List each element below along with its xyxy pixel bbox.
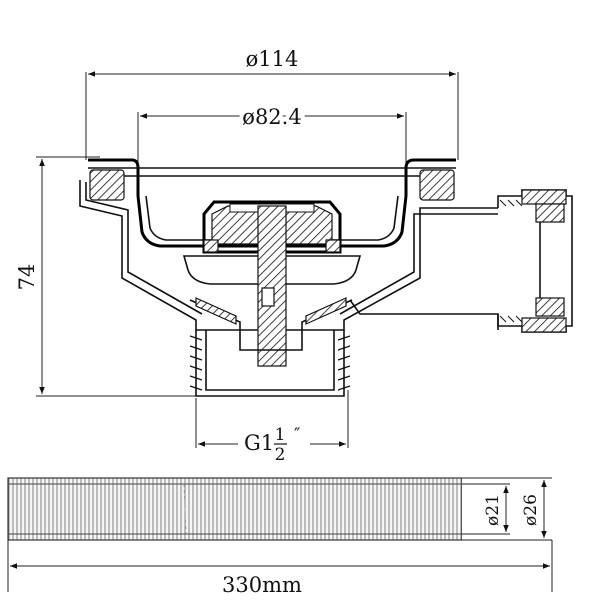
dimension-height: 74 [15, 156, 200, 397]
label-hose-length: 330mm [222, 573, 302, 597]
strainer-body [79, 158, 573, 397]
dimension-inner-diameter: ø82.4 [137, 101, 407, 196]
label-outer-diameter: ø114 [246, 47, 299, 71]
label-thread-denominator: 2 [275, 445, 286, 465]
label-height: 74 [15, 264, 39, 291]
label-thread-prefix: G1 [244, 431, 274, 455]
label-thread-numerator: 1 [275, 425, 286, 445]
dimension-thread: G1 1 2 ″ [195, 390, 349, 465]
label-inner-diameter: ø82.4 [242, 105, 301, 129]
flexible-hose: ø21 ø26 [7, 474, 552, 544]
label-thread-mark: ″ [294, 425, 300, 445]
dimension-hose-length: 330mm [7, 540, 553, 597]
dimension-outer-diameter: ø114 [85, 47, 459, 160]
label-hose-inner: ø21 [483, 494, 503, 526]
label-hose-outer: ø26 [521, 494, 541, 526]
